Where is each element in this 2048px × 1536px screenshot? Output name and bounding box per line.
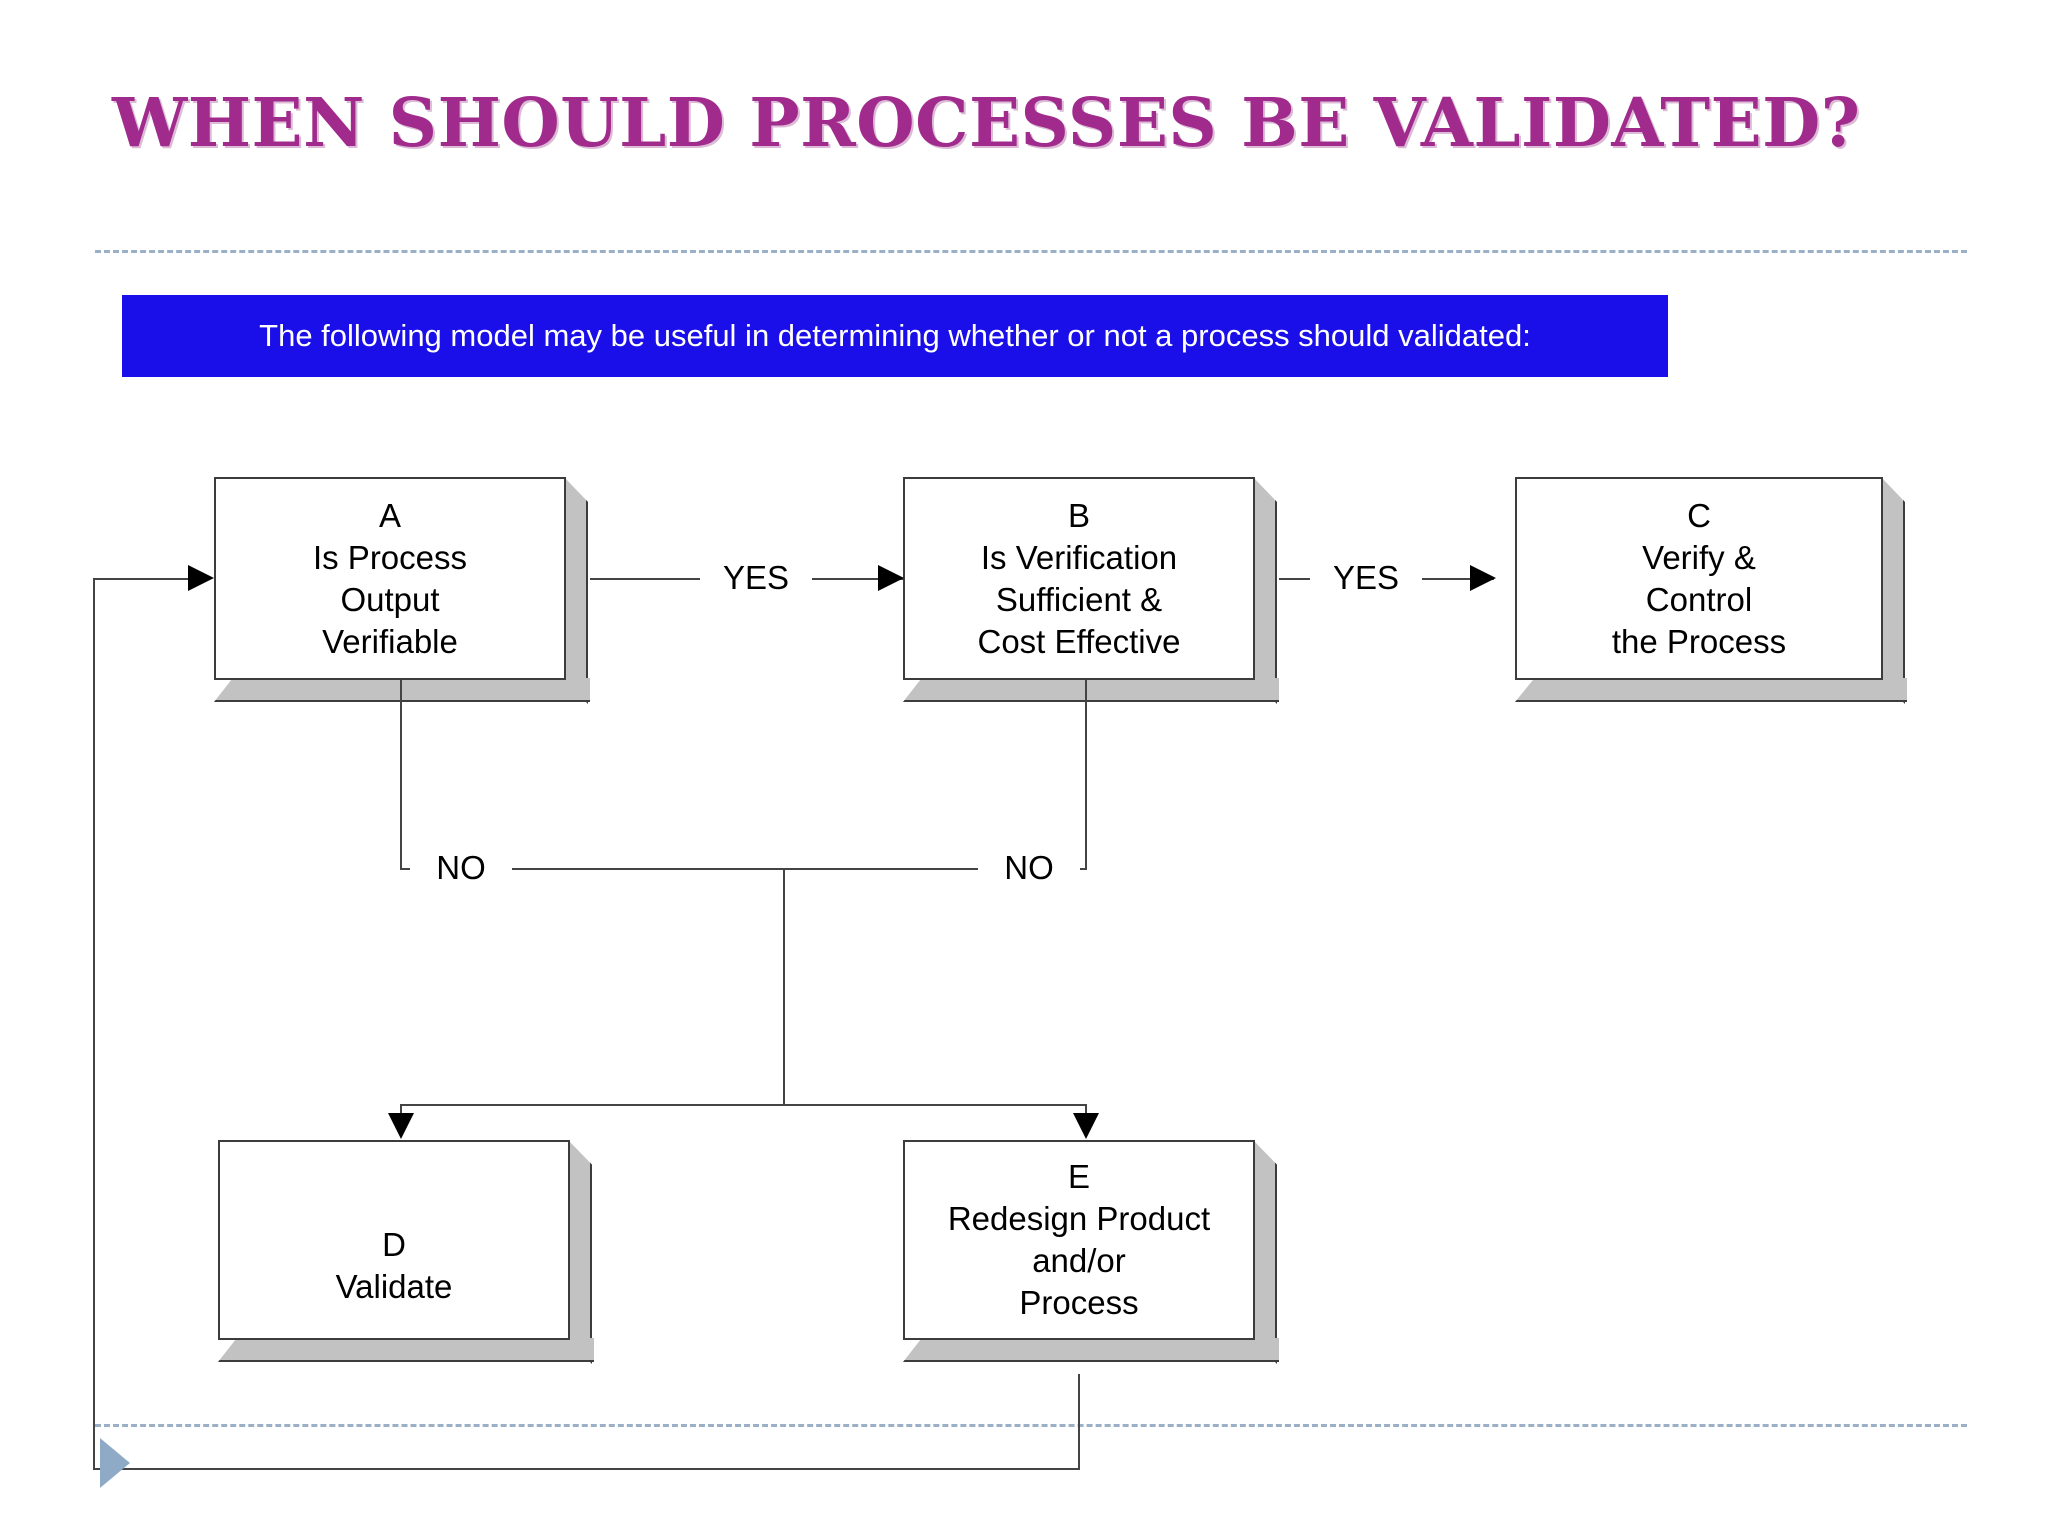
node-d-face xyxy=(218,1140,570,1340)
edge-split-bar xyxy=(400,1104,1085,1106)
node-c[interactable]: C Verify & Control the Process xyxy=(1515,477,1907,704)
edge-b-to-e-segment-down xyxy=(1085,680,1087,870)
node-b-shadow-bottom xyxy=(903,678,1279,702)
edge-label-b-no: NO xyxy=(978,848,1080,888)
edge-a-no-to-center xyxy=(400,868,783,870)
node-d[interactable]: D Validate xyxy=(218,1140,594,1364)
node-e[interactable]: E Redesign Product and/or Process xyxy=(903,1140,1279,1364)
node-b[interactable]: B Is Verification Sufficient & Cost Effe… xyxy=(903,477,1279,704)
intro-banner-text: The following model may be useful in det… xyxy=(259,318,1531,353)
node-d-shadow-bottom xyxy=(218,1338,594,1362)
node-a-face xyxy=(214,477,566,680)
node-e-shadow-bottom xyxy=(903,1338,1279,1362)
node-e-face xyxy=(903,1140,1255,1340)
divider-bottom xyxy=(95,1424,1967,1427)
edge-center-trunk xyxy=(783,868,785,1106)
edge-b-no-to-center xyxy=(783,868,1087,870)
node-d-shadow-right xyxy=(568,1140,592,1364)
node-c-shadow-bottom xyxy=(1515,678,1907,702)
node-a-shadow-bottom xyxy=(214,678,590,702)
edge-label-a-no: NO xyxy=(410,848,512,888)
arrowhead-into-b xyxy=(878,565,904,591)
node-c-face xyxy=(1515,477,1883,680)
node-a[interactable]: A Is Process Output Verifiable xyxy=(214,477,590,704)
node-b-face xyxy=(903,477,1255,680)
edge-e-to-a-segment-left xyxy=(93,578,95,1470)
edge-a-to-d-segment-down xyxy=(400,680,402,870)
node-d-label: D Validate xyxy=(335,1226,453,1305)
edge-e-to-a-segment-down xyxy=(1078,1374,1080,1470)
node-e-label: E Redesign Product and/or Process xyxy=(947,1158,1211,1321)
divider-top xyxy=(95,250,1967,253)
node-a-label: A Is Process Output Verifiable xyxy=(312,496,468,660)
play-triangle-icon xyxy=(100,1438,130,1488)
edge-label-a-to-b: YES xyxy=(700,558,812,598)
intro-banner: The following model may be useful in det… xyxy=(122,295,1668,377)
node-c-shadow-right xyxy=(1881,477,1905,704)
node-b-label: B Is Verification Sufficient & Cost Effe… xyxy=(977,496,1181,660)
arrowhead-into-d xyxy=(388,1113,414,1139)
edge-e-to-a-segment-in xyxy=(93,578,193,580)
arrowhead-into-e xyxy=(1073,1113,1099,1139)
edge-e-to-a-segment-bottom xyxy=(93,1468,1080,1470)
node-e-shadow-right xyxy=(1253,1140,1277,1364)
node-b-shadow-right xyxy=(1253,477,1277,704)
arrowhead-into-c xyxy=(1470,565,1496,591)
page-title: WHEN SHOULD PROCESSES BE VALIDATED? xyxy=(112,83,1861,162)
node-a-shadow-right xyxy=(564,477,588,704)
edge-label-b-to-c: YES xyxy=(1310,558,1422,598)
arrowhead-into-a xyxy=(188,565,214,591)
node-c-label: C Verify & Control the Process xyxy=(1611,496,1787,660)
